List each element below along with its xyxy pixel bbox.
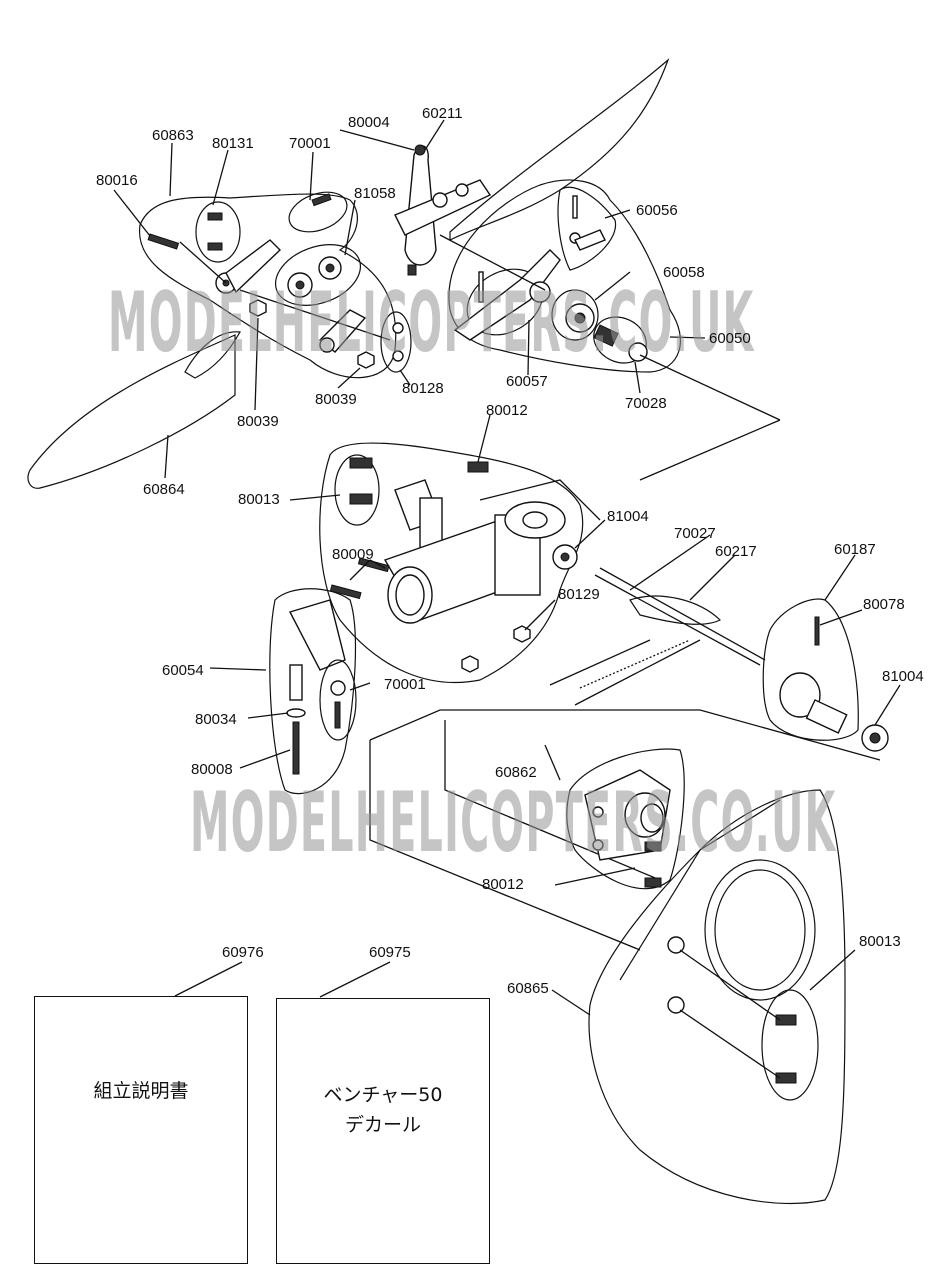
part-label-80034: 80034 [195,711,237,728]
part-label-80131: 80131 [212,135,254,152]
part-label-60054: 60054 [162,662,204,679]
part-label-70001: 70001 [289,135,331,152]
group-outline-60863 [139,193,397,379]
group-outline-60050 [448,179,681,373]
decal-sheet-line1: ベンチャー50 [323,1084,443,1106]
part-label-80013-left: 80013 [238,491,280,508]
part-label-60865: 60865 [507,980,549,997]
assembly-manual-doc: 組立説明書 [34,996,248,1264]
part-label-81004-mid: 81004 [607,508,649,525]
tail-blade-upper [449,58,670,241]
part-label-70028: 70028 [625,395,667,412]
group-outline-60054 [269,588,357,795]
part-label-80078: 80078 [863,596,905,613]
part-label-80012-top: 80012 [486,402,528,419]
part-label-81058: 81058 [354,185,396,202]
group-outline-60862 [566,748,685,890]
watermark-top: MODELHELICOPTERS.CO.UK [108,275,755,372]
part-label-80009: 80009 [332,546,374,563]
part-label-60058: 60058 [663,264,705,281]
tail-blade-lower [27,334,236,489]
part-label-80039-top: 80039 [315,391,357,408]
part-label-80039-left: 80039 [237,413,279,430]
part-label-60863: 60863 [152,127,194,144]
part-label-60187: 60187 [834,541,876,558]
part-label-80004: 80004 [348,114,390,131]
part-label-80013-right: 80013 [859,933,901,950]
part-label-60862: 60862 [495,764,537,781]
part-label-80012-lower: 80012 [482,876,524,893]
watermark-middle: MODELHELICOPTERS.CO.UK [190,775,837,872]
part-label-60217: 60217 [715,543,757,560]
part-label-60057: 60057 [506,373,548,390]
decal-sheet-doc: ベンチャー50 デカール [276,998,490,1264]
decal-sheet-line2: デカール [344,1114,421,1136]
part-label-60976: 60976 [222,944,264,961]
group-outline-60187 [762,598,859,741]
part-label-80128: 80128 [402,380,444,397]
assembly-manual-title: 組立説明書 [93,1080,189,1102]
part-label-60975: 60975 [369,944,411,961]
part-label-80016: 80016 [96,172,138,189]
part-label-60050: 60050 [709,330,751,347]
part-label-70001-lower: 70001 [384,676,426,693]
part-label-60864: 60864 [143,481,185,498]
part-label-60056: 60056 [636,202,678,219]
part-label-70027: 70027 [674,525,716,542]
part-label-80129: 80129 [558,586,600,603]
part-label-81004-right: 81004 [882,668,924,685]
part-label-60211: 60211 [422,105,463,122]
group-outline-gearbox [319,442,584,684]
part-label-80008: 80008 [191,761,233,778]
